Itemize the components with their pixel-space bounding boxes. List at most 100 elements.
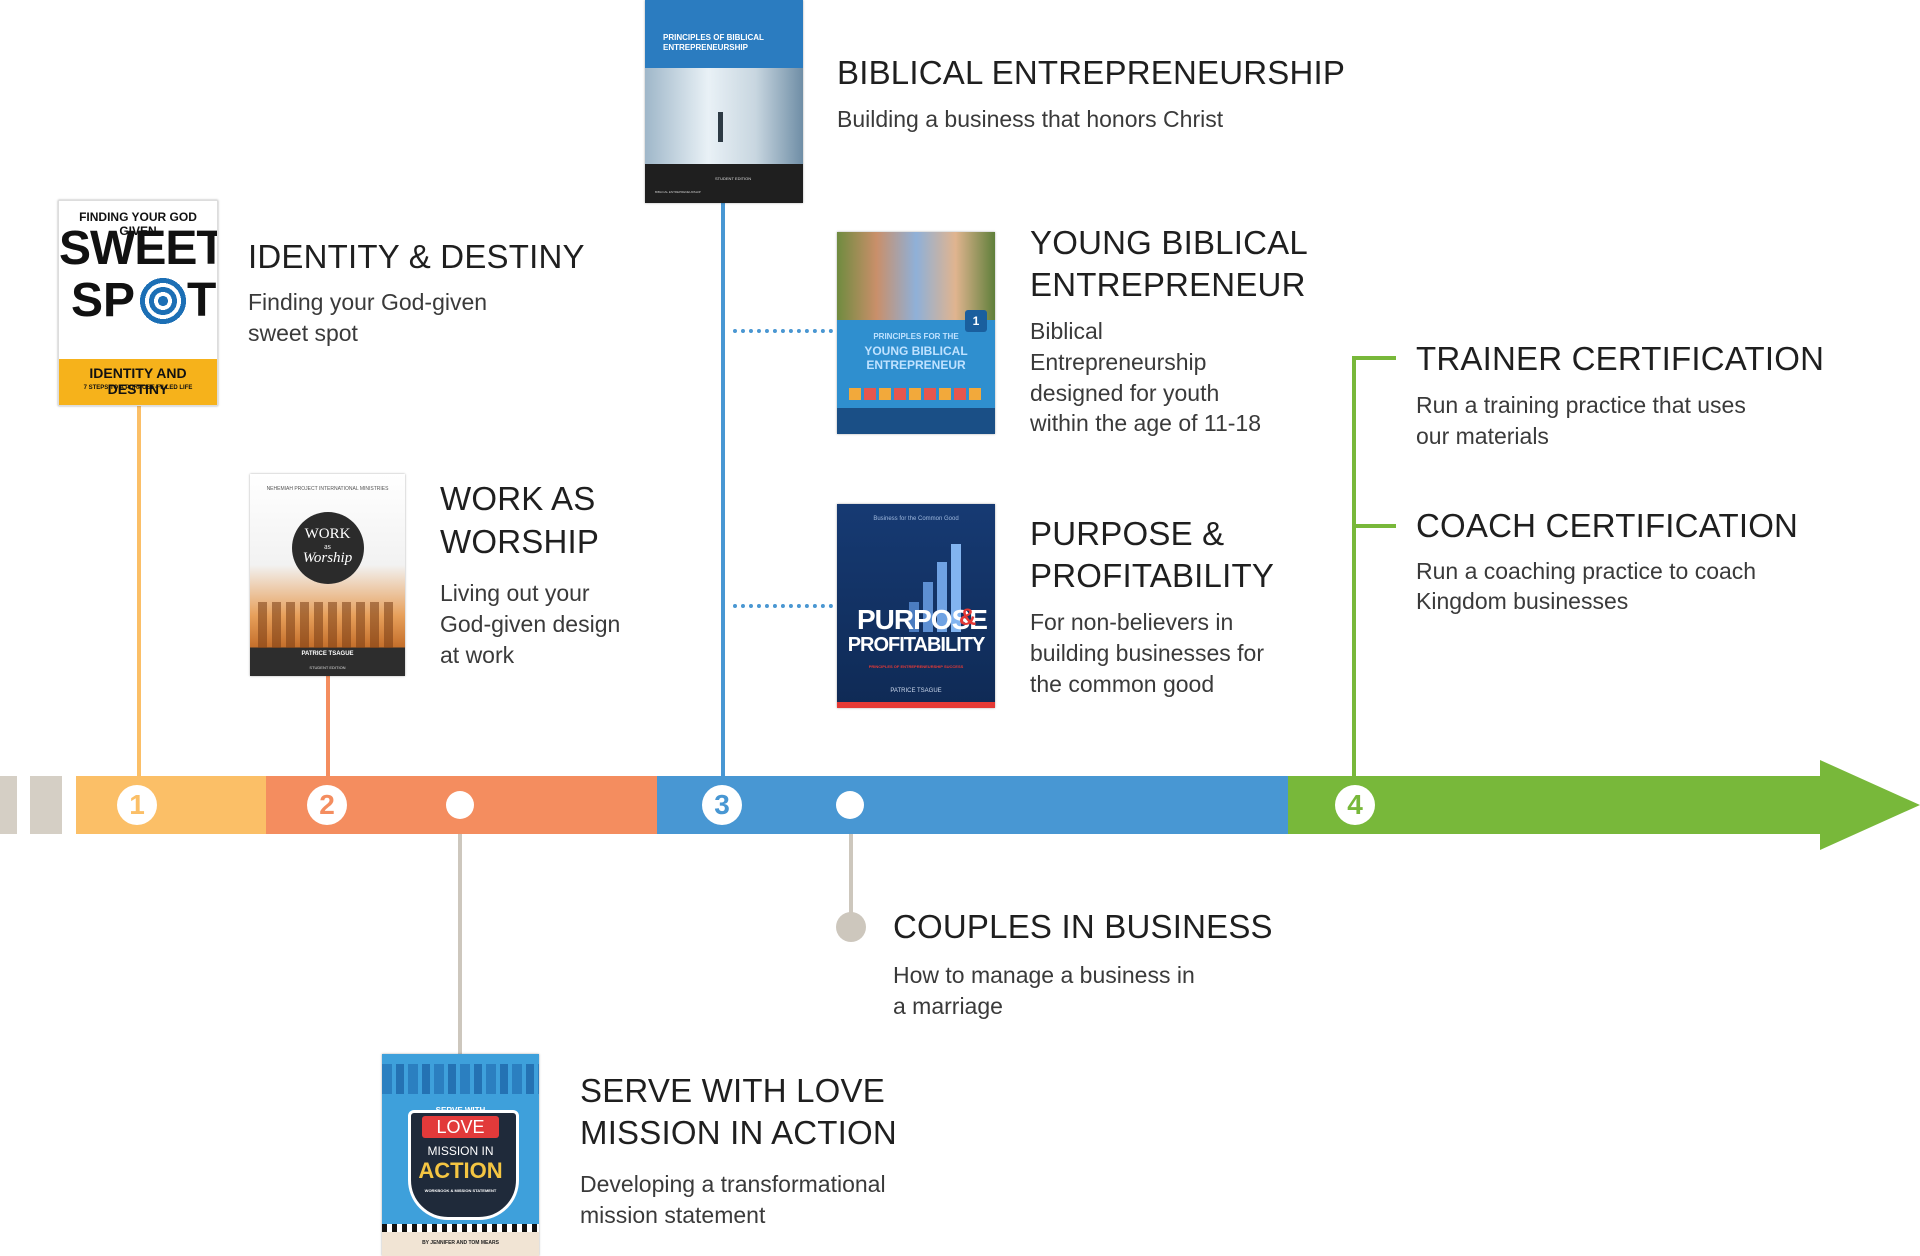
item-description: Building a business that honors Christ (837, 106, 1224, 132)
stage-marker-4: 4 (1335, 785, 1375, 825)
item-title: SERVE WITH LOVE (580, 1072, 885, 1109)
item-description: sweet spot (248, 320, 358, 346)
cover-text: IDENTITY AND DESTINY (89, 365, 187, 397)
cover-text: PATRICE TSAGUE (890, 688, 942, 694)
cover-text: STUDENT EDITION (309, 665, 346, 670)
timeline-stub-1 (0, 776, 17, 834)
item-description: God-given design (440, 611, 621, 637)
item-description: Living out your (440, 580, 590, 606)
item-description: the common good (1030, 671, 1215, 697)
cover-text: PURPOSE (857, 604, 988, 635)
cover-text: PROFITABILITY (847, 634, 986, 656)
item-description: For non-believers in (1030, 609, 1234, 635)
stage-marker-1: 1 (117, 785, 157, 825)
book-cover-young-biblical: 1 PRINCIPLES FOR THE YOUNG BIBLICAL ENTR… (837, 232, 995, 434)
bracket-coach (1352, 524, 1396, 528)
stage-marker-3: 3 (702, 785, 742, 825)
item-title: PROFITABILITY (1030, 557, 1275, 594)
cover-text: PRINCIPLES OF BIBLICAL (663, 33, 764, 42)
cover-header (645, 0, 803, 68)
cover-footer (645, 164, 803, 203)
bracket-trainer (1352, 356, 1396, 360)
cover-footer (382, 1232, 539, 1256)
stage-marker-2: 2 (307, 785, 347, 825)
book-cover-work-as-worship: NEHEMIAH PROJECT INTERNATIONAL MINISTRIE… (250, 474, 405, 676)
item-description: Run a training practice that uses (1416, 392, 1746, 418)
cover-text: 7 STEPS TO A PURPOSE-FILLED LIFE (83, 385, 193, 391)
connector-serve (458, 832, 462, 1054)
dotted-connector-young (733, 329, 833, 333)
head-silhouette-icon (292, 512, 364, 584)
book-cover-serve-with-love: SERVE WITH LOVE MISSION IN ACTION WORKBO… (382, 1054, 539, 1256)
couples-endpoint-dot (836, 912, 866, 942)
cover-text: SP (71, 274, 136, 327)
cover-photo (837, 232, 995, 320)
item-description: Entrepreneurship (1030, 349, 1207, 375)
milestone-dot-serve (446, 791, 474, 819)
item-title: WORSHIP (440, 523, 600, 560)
cover-footer-bar (837, 702, 995, 708)
cover-text: STUDENT EDITION (715, 176, 752, 181)
item-title: PURPOSE & (1030, 515, 1225, 552)
item-title: WORK AS (440, 480, 596, 517)
city-skyline (258, 602, 397, 648)
connector-work (326, 676, 330, 778)
item-description: Run a coaching practice to coach (1416, 558, 1757, 584)
item-title: MISSION IN ACTION (580, 1114, 897, 1151)
item-title: ENTREPRENEUR (1030, 266, 1306, 303)
bar-graphic (937, 562, 947, 632)
cover-text: BIBLICAL ENTREPRENEURSHIP (655, 190, 701, 194)
target-icon (139, 277, 187, 325)
item-description: How to manage a business in (893, 962, 1195, 988)
timeline-segment-4 (1288, 776, 1823, 834)
bar-graphic (951, 544, 961, 632)
icon-strip (849, 388, 983, 400)
item-title: BIBLICAL ENTREPRENEURSHIP (837, 54, 1346, 91)
cover-text: ENTREPRENEURSHIP (663, 43, 748, 52)
cover-text: Business for the Common Good (873, 516, 959, 522)
connector-couples (849, 832, 853, 924)
cover-text: MISSION IN (427, 1144, 494, 1158)
person-figure (718, 112, 723, 142)
cover-love-ribbon (422, 1116, 499, 1138)
checker-band (382, 1224, 539, 1232)
timeline-segment-3 (657, 776, 1288, 834)
item-description: within the age of 11-18 (1030, 410, 1262, 436)
cover-photo (645, 68, 803, 164)
milestone-dot-couples (836, 791, 864, 819)
book-cover-sweet-spot: FINDING YOUR GOD GIVEN SWEET SP T IDENTI… (58, 200, 218, 406)
item-description: Developing a transformational (580, 1171, 886, 1197)
item-description: mission statement (580, 1202, 766, 1228)
timeline-stub-2 (30, 776, 62, 834)
cover-text: T (187, 274, 217, 327)
item-description: at work (440, 642, 515, 668)
cover-text: NEHEMIAH PROJECT INTERNATIONAL MINISTRIE… (266, 486, 389, 492)
connector-biblical (721, 202, 725, 778)
cover-text: LOVE (436, 1117, 485, 1137)
cover-text: PRINCIPLES OF ENTREPRENEURSHIP SUCCESS (868, 664, 964, 669)
cover-footer (837, 408, 995, 434)
connector-identity (137, 404, 141, 778)
cover-text: Worship (302, 550, 353, 566)
timeline-segment-1 (76, 776, 266, 834)
cover-text: SERVE WITH (435, 1106, 486, 1115)
cover-text: BY JENNIFER AND TOM MEARS (422, 1240, 499, 1246)
cover-text: SWEET (59, 222, 218, 275)
cover-text: YOUNG BIBLICAL (864, 344, 968, 358)
cover-text: WORKBOOK & MISSION STATEMENT (424, 1188, 497, 1193)
cover-text: ACTION (418, 1158, 503, 1183)
cover-text: PATRICE TSAGUE (301, 651, 354, 657)
cover-text: & (959, 604, 977, 631)
city-skyline (382, 1064, 539, 1094)
cover-text: WORK (304, 526, 351, 542)
item-description: building businesses for (1030, 640, 1264, 666)
item-title: TRAINER CERTIFICATION (1416, 340, 1825, 377)
item-title: COACH CERTIFICATION (1416, 507, 1799, 544)
item-description: Biblical (1030, 318, 1103, 344)
cover-band (59, 359, 217, 405)
cover-text: FINDING YOUR GOD GIVEN (79, 210, 197, 238)
item-description: our materials (1416, 423, 1549, 449)
cover-text: PRINCIPLES FOR THE (873, 332, 959, 341)
item-title: COUPLES IN BUSINESS (893, 908, 1273, 945)
item-description: Finding your God-given (248, 289, 488, 315)
